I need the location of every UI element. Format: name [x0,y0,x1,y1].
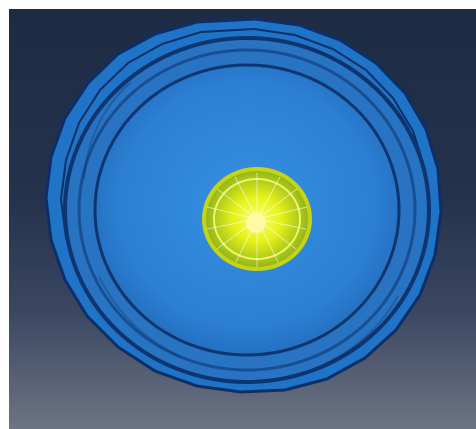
mesh-shading [83,48,406,364]
center-hub [202,167,312,271]
model-canvas[interactable] [9,9,476,429]
cad-viewport[interactable] [9,9,476,429]
